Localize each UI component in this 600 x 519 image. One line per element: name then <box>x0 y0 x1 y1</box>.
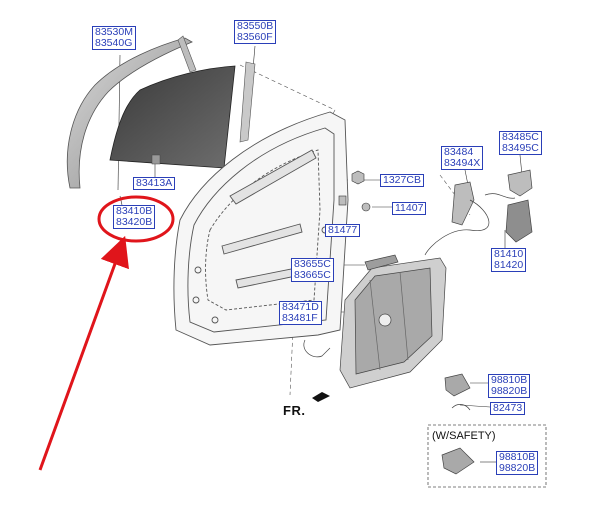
part-label-83471d[interactable]: 83471D 83481F <box>279 301 322 325</box>
part-label-83413a[interactable]: 83413A <box>133 177 176 190</box>
part-number: 83550B <box>237 20 274 32</box>
part-label-83410b[interactable]: 83410B 83420B <box>113 205 156 229</box>
fasteners <box>338 170 371 212</box>
door-latch <box>424 169 533 256</box>
safety-option-label: (W/SAFETY) <box>432 430 496 442</box>
part-label-83530m[interactable]: 83530M 83540G <box>92 26 136 50</box>
bolt-11407 <box>361 202 371 212</box>
part-number: 83481F <box>282 312 318 324</box>
part-label-82473[interactable]: 82473 <box>490 402 526 415</box>
part-label-83550b[interactable]: 83550B 83560F <box>234 20 277 44</box>
part-number: 81410 <box>494 248 524 260</box>
part-label-11407[interactable]: 11407 <box>392 202 427 215</box>
part-number: 83420B <box>116 216 153 228</box>
part-number: 83655C <box>294 258 331 270</box>
part-number: 81420 <box>494 259 524 271</box>
part-number: 83484 <box>444 146 474 158</box>
part-label-83485c[interactable]: 83485C 83495C <box>499 131 542 155</box>
part-number: 83413A <box>136 177 173 189</box>
part-number: 83540G <box>95 37 133 49</box>
part-label-98810b-safety[interactable]: 98810B 98820B <box>496 451 539 475</box>
part-label-83484[interactable]: 83484 83494X <box>441 146 484 170</box>
safety-sensor-parts <box>441 373 475 475</box>
part-number: 81477 <box>328 224 358 236</box>
front-direction-arrow <box>312 392 330 402</box>
nut-1327cb <box>351 170 365 185</box>
glass-clip <box>151 154 161 165</box>
part-number: 11407 <box>395 202 424 214</box>
highlight-circle <box>97 195 175 243</box>
part-number: 98820B <box>491 385 528 397</box>
part-label-1327cb[interactable]: 1327CB <box>380 174 424 187</box>
front-direction-label: FR. <box>283 403 306 418</box>
window-regulator <box>303 254 447 389</box>
part-label-81477[interactable]: 81477 <box>325 224 361 237</box>
part-label-98810b[interactable]: 98810B 98820B <box>488 374 531 398</box>
channel-top-bracket <box>177 35 197 73</box>
part-number: 83665C <box>294 269 331 281</box>
part-number: 98810B <box>499 451 536 463</box>
part-number: 1327CB <box>383 174 421 186</box>
part-number: 98810B <box>491 374 528 386</box>
part-number: 83494X <box>444 157 481 169</box>
window-run-channel <box>66 37 193 189</box>
part-label-81410[interactable]: 81410 81420 <box>491 248 527 272</box>
part-number: 83530M <box>95 26 133 38</box>
bolt-81477 <box>338 195 347 206</box>
part-number-highlighted: 83410B <box>116 205 153 217</box>
part-label-83655c[interactable]: 83655C 83665C <box>291 258 334 282</box>
red-pointer-arrow <box>38 235 129 471</box>
part-number: 83495C <box>502 142 539 154</box>
part-number: 83560F <box>237 31 273 43</box>
part-number: 83485C <box>502 131 539 143</box>
door-glass <box>109 65 236 169</box>
part-number: 98820B <box>499 462 536 474</box>
part-number: 83471D <box>282 301 319 313</box>
part-number: 82473 <box>493 402 523 414</box>
delta-moulding <box>239 61 256 143</box>
